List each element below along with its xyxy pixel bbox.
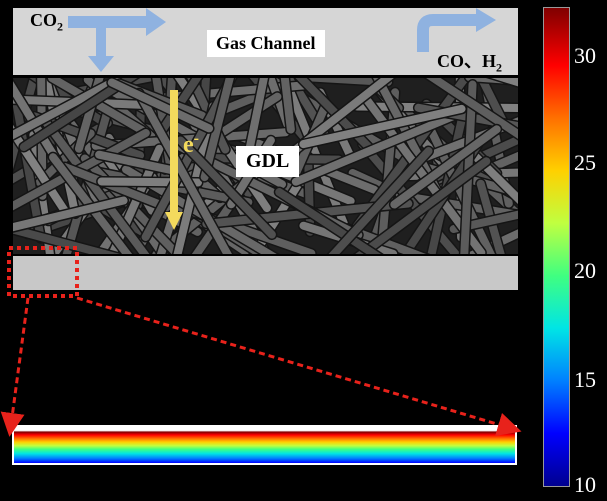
- colorbar-tick: 15: [574, 367, 596, 392]
- electron-flow-arrow: [165, 90, 183, 230]
- fiber-highlight: [426, 78, 518, 139]
- fiber-highlight: [156, 78, 202, 138]
- fiber-highlight: [60, 162, 171, 212]
- fiber-highlight: [107, 78, 214, 133]
- fiber-highlight: [373, 78, 442, 196]
- fiber-highlight: [19, 78, 138, 152]
- fiber-highlight: [241, 78, 268, 172]
- fiber-highlight: [41, 117, 150, 254]
- fiber-highlight: [328, 147, 433, 254]
- fiber-highlight: [13, 88, 45, 243]
- fiber-highlight: [13, 81, 62, 165]
- fiber-highlight: [291, 109, 463, 186]
- fiber-highlight: [95, 150, 182, 176]
- fiber-highlight: [49, 153, 133, 254]
- gdl-label: GDL: [236, 146, 300, 177]
- fiber-highlight: [266, 78, 293, 131]
- outlet-products-label: CO、H2: [437, 51, 503, 75]
- fiber-highlight: [476, 78, 510, 131]
- fiber-highlight: [395, 191, 518, 219]
- fiber-highlight: [390, 125, 501, 209]
- co2-label: CO2: [30, 10, 63, 34]
- colorbar-tick: 20: [574, 258, 596, 283]
- fiber-highlight: [176, 136, 276, 239]
- co2-inflow-arrow: [68, 8, 166, 36]
- concentration-strip: [12, 425, 517, 465]
- fiber-highlight: [13, 196, 128, 232]
- colorbar-tick: 25: [574, 150, 596, 175]
- fiber-highlight: [280, 78, 295, 134]
- catalyst-layer: [13, 256, 518, 290]
- fiber-highlight: [343, 224, 427, 254]
- zoom-indicator: [0, 246, 522, 437]
- product-outflow-arrow: [417, 8, 496, 52]
- fiber-highlight: [304, 152, 315, 236]
- fiber-highlight: [275, 188, 382, 254]
- colorbar-tick: 10: [574, 472, 596, 497]
- gas-channel-label: Gas Channel: [207, 30, 325, 57]
- electron-label: e-: [183, 130, 199, 158]
- fiber-highlight: [13, 95, 155, 110]
- co2-downward-arrow: [88, 25, 114, 72]
- carbon-fibers: [13, 78, 518, 254]
- fiber-highlight: [13, 129, 150, 211]
- fiber-highlight: [13, 78, 130, 140]
- fiber-highlight: [200, 78, 234, 182]
- colorbar-tick: 30: [574, 43, 596, 68]
- fiber-highlight: [490, 78, 518, 87]
- colorbar: [543, 7, 570, 487]
- fiber-highlight: [13, 225, 121, 254]
- fiber-highlight: [135, 89, 232, 254]
- fiber-highlight: [299, 104, 466, 149]
- gas-diffusion-layer: [13, 78, 518, 254]
